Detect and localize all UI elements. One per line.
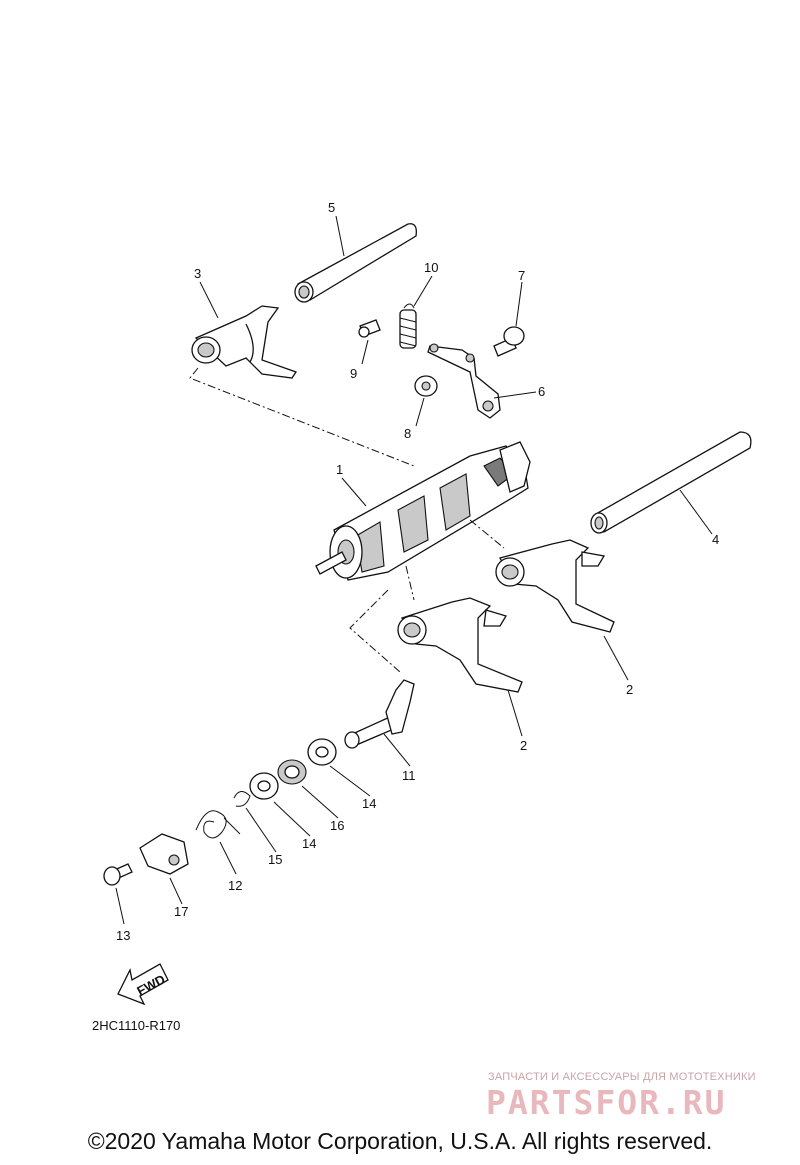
callout-5: 5	[328, 200, 335, 215]
collar-bolt	[358, 319, 381, 338]
callout-4: 4	[712, 532, 719, 547]
bolt-13	[103, 863, 133, 886]
oil-seal-16	[277, 759, 307, 785]
watermark-subtitle: ЗАПЧАСТИ И АКСЕССУАРЫ ДЛЯ МОТОТЕХНИКИ	[488, 1071, 756, 1083]
shift-fork-right	[495, 539, 615, 633]
guide-bar-right	[590, 431, 752, 534]
callout-6: 6	[538, 384, 545, 399]
washer-14-top	[307, 738, 337, 766]
callout-1: 1	[336, 462, 343, 477]
callout-15: 15	[268, 852, 282, 867]
callout-10: 10	[424, 260, 438, 275]
stopper-lever	[427, 343, 501, 419]
shift-fork-center	[397, 597, 523, 693]
callout-14-right: 14	[362, 796, 376, 811]
callout-3: 3	[194, 266, 201, 281]
washer-14-bottom	[249, 772, 279, 800]
guide-bar-upper	[294, 223, 417, 303]
callout-2-center: 2	[520, 738, 527, 753]
callout-11: 11	[402, 768, 416, 783]
shift-fork-upper	[191, 305, 298, 379]
stopper-spring	[399, 303, 417, 349]
shift-drum	[315, 441, 531, 581]
callout-12: 12	[228, 878, 242, 893]
bolt-7	[493, 326, 525, 357]
washer-8	[414, 375, 438, 397]
callout-8: 8	[404, 426, 411, 441]
callout-17: 17	[174, 904, 188, 919]
watermark-logo: PARTSFOR.RU	[486, 1083, 727, 1122]
bracket-17	[139, 833, 189, 875]
callout-14-left: 14	[302, 836, 316, 851]
copyright-notice: ©2020 Yamaha Motor Corporation, U.S.A. A…	[87, 1128, 713, 1154]
callout-16: 16	[330, 818, 344, 833]
shift-shaft	[344, 679, 415, 749]
callout-9: 9	[350, 366, 357, 381]
callout-7: 7	[518, 268, 525, 283]
callout-2-right: 2	[626, 682, 633, 697]
callout-13: 13	[116, 928, 130, 943]
reference-code: 2HC1110-R170	[92, 1018, 180, 1033]
circlip-15	[233, 791, 251, 807]
torsion-spring-12	[195, 810, 241, 839]
fwd-arrow-icon: FWD	[117, 963, 169, 1006]
